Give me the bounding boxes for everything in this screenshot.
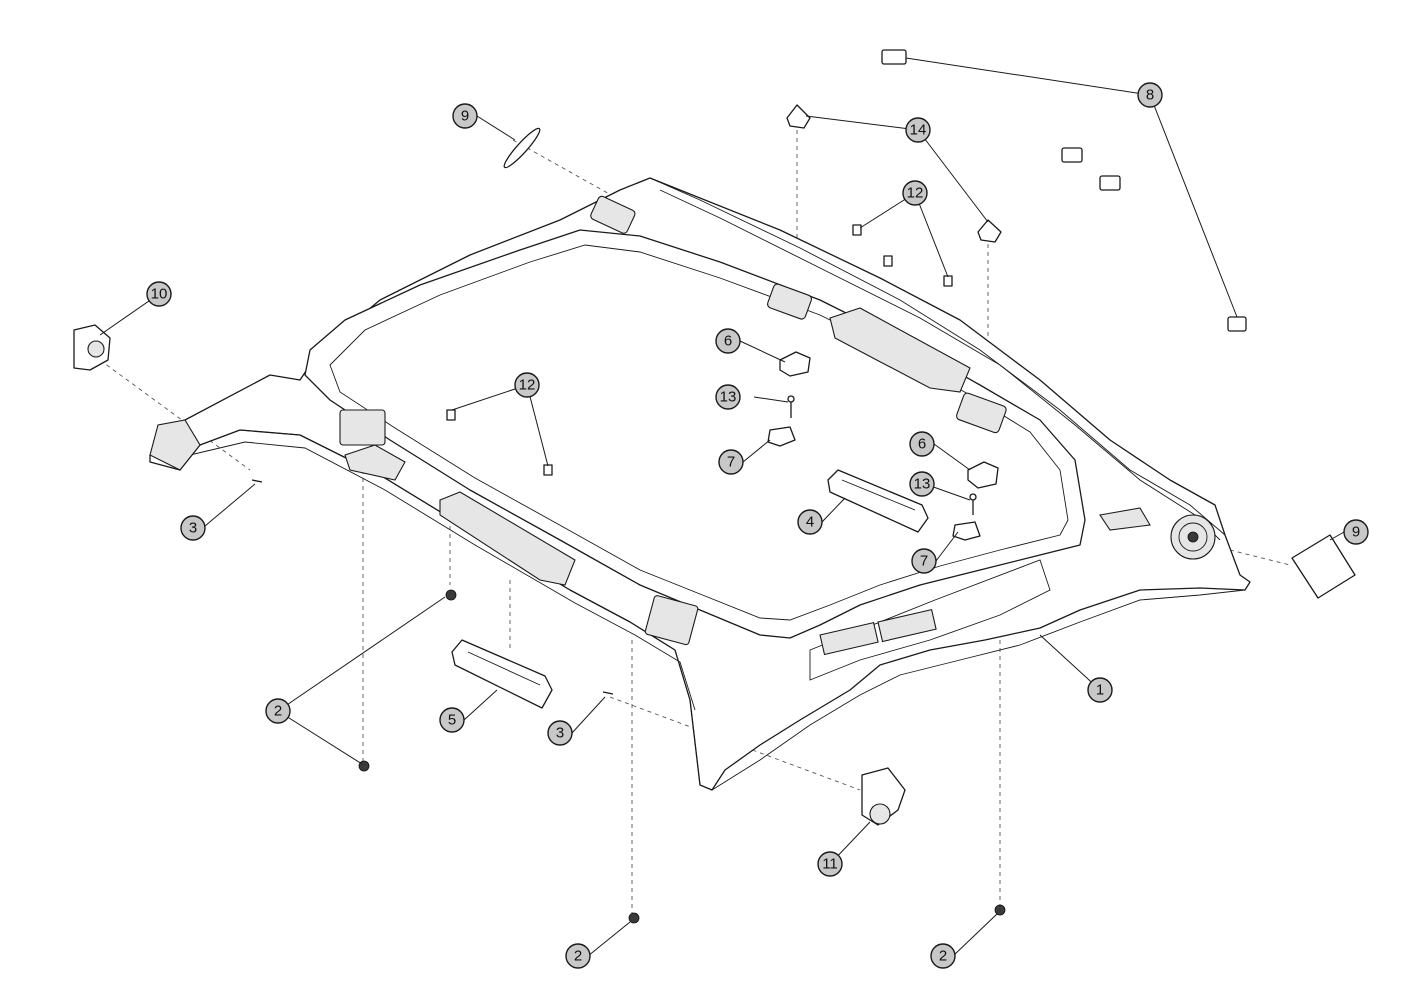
callout-label: 5: [448, 712, 456, 729]
callout-label: 10: [151, 286, 168, 303]
callout-9b: 9: [1343, 519, 1369, 545]
callout-label: 7: [920, 553, 928, 570]
callout-label: 12: [907, 185, 924, 202]
clips-8: [881, 49, 1247, 332]
callout-3b: 3: [547, 720, 573, 746]
callout-14: 14: [905, 117, 931, 143]
callout-2a: 2: [265, 698, 291, 724]
bracket-7b: [952, 521, 981, 541]
callout-label: 14: [910, 122, 927, 139]
callout-3a: 3: [180, 515, 206, 541]
callout-10: 10: [146, 281, 172, 307]
callout-label: 2: [574, 948, 582, 965]
pins-2: [358, 589, 1006, 924]
callout-label: 11: [822, 856, 838, 873]
leader-lines: [99, 57, 1345, 957]
callout-label: 9: [461, 108, 469, 125]
callout-label: 6: [918, 436, 926, 453]
clip-6a: [779, 351, 811, 377]
callout-7b: 7: [911, 548, 937, 574]
callout-label: 9: [1352, 524, 1360, 541]
callout-2b: 2: [565, 943, 591, 969]
sun-visor-4: [827, 469, 929, 533]
callout-6a: 6: [715, 328, 741, 354]
pad-9a: [503, 127, 541, 169]
callout-label: 13: [720, 389, 737, 406]
callout-12a: 12: [902, 180, 928, 206]
callout-label: 13: [914, 476, 931, 493]
clip-6b: [967, 461, 999, 489]
callout-label: 7: [727, 454, 735, 471]
bracket-7a: [767, 426, 796, 447]
screws-3: [251, 479, 614, 695]
callout-label: 3: [189, 520, 197, 537]
callout-label: 2: [274, 703, 282, 720]
callout-label: 6: [724, 333, 732, 350]
callout-label: 12: [519, 377, 536, 394]
screw-13b: [969, 493, 977, 515]
callout-label: 8: [1146, 87, 1154, 104]
callout-13a: 13: [715, 384, 741, 410]
pad-9b: [1291, 534, 1356, 599]
hooks-14: [786, 104, 1002, 243]
callout-11: 11: [817, 851, 843, 877]
grab-handle-10: [73, 324, 111, 371]
callout-label: 1: [1096, 682, 1104, 699]
callout-9a: 9: [452, 103, 478, 129]
callout-label: 3: [556, 725, 564, 742]
callout-8: 8: [1137, 82, 1163, 108]
callout-6b: 6: [909, 431, 935, 457]
callout-2c: 2: [930, 943, 956, 969]
callout-5: 5: [439, 707, 465, 733]
callout-4: 4: [797, 509, 823, 535]
callout-label: 2: [939, 948, 947, 965]
grab-handle-11: [861, 767, 906, 826]
headliner-panel: [149, 177, 1251, 791]
sun-visor-5: [451, 639, 553, 709]
callout-label: 4: [806, 514, 814, 531]
callout-1: 1: [1087, 677, 1113, 703]
screw-13a: [787, 395, 795, 418]
callout-12b: 12: [514, 372, 540, 398]
callout-13b: 13: [909, 471, 935, 497]
callout-7a: 7: [718, 449, 744, 475]
